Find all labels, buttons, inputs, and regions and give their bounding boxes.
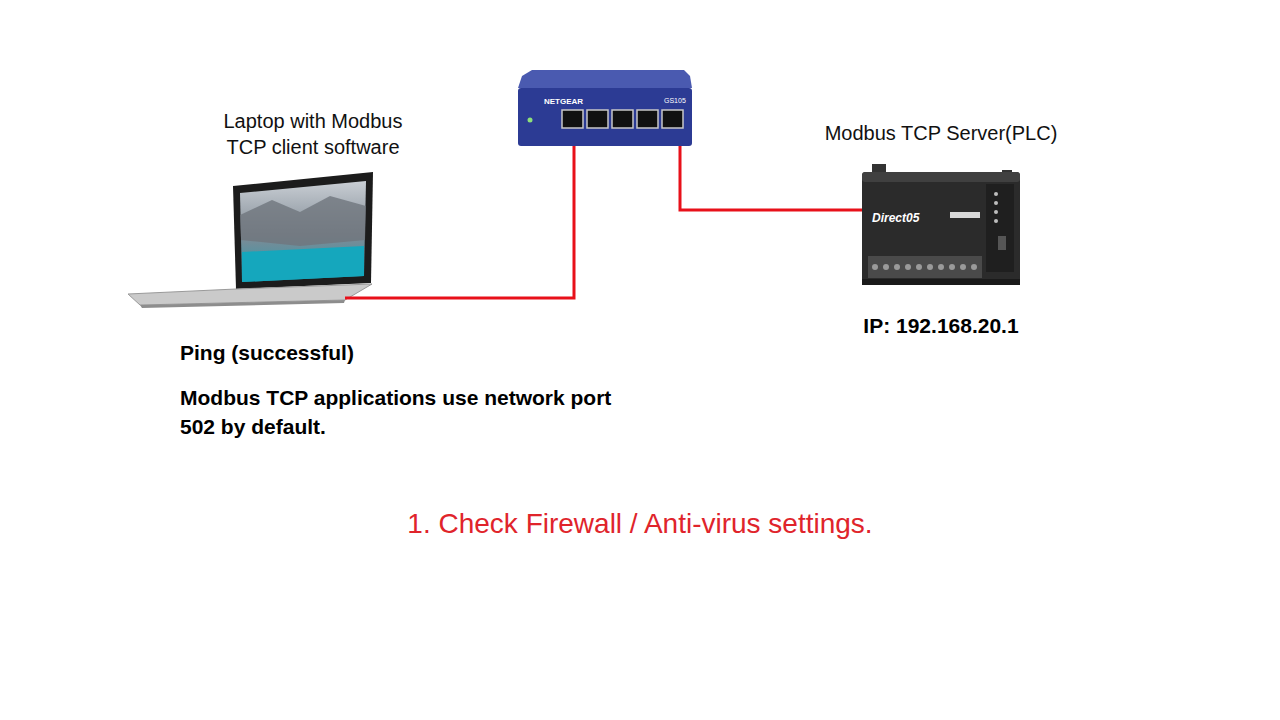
status-led xyxy=(994,210,998,214)
status-led xyxy=(994,201,998,205)
switch-front xyxy=(518,88,692,146)
switch-port xyxy=(662,110,683,128)
plc-model-plate xyxy=(950,212,980,218)
terminal-strip xyxy=(868,256,982,278)
plc-illustration xyxy=(862,164,1020,285)
brand-text: NETGEAR xyxy=(544,97,604,107)
status-led xyxy=(994,192,998,196)
laptop-node: Laptop with Modbus TCP client software xyxy=(128,172,345,306)
switch-port xyxy=(562,110,583,128)
step-heading: 1. Check Firewall / Anti-virus settings. xyxy=(0,506,1280,542)
screen-mountain xyxy=(240,196,366,246)
status-note: Ping (successful) xyxy=(180,340,600,366)
switch-port xyxy=(637,110,658,128)
brand-text: Direct05 xyxy=(872,211,942,225)
mode-switch xyxy=(998,236,1006,250)
network-cable xyxy=(680,146,862,210)
network-cable xyxy=(345,146,574,298)
switch-top xyxy=(518,70,692,88)
laptop-illustration xyxy=(128,172,373,308)
switch-port xyxy=(587,110,608,128)
switch-illustration xyxy=(518,70,692,146)
switch-node: NETGEAR GS105 xyxy=(518,70,692,146)
laptop-lid xyxy=(233,172,373,289)
plc-node: Modbus TCP Server(PLC)Direct05IP: 192.16… xyxy=(862,167,1020,287)
laptop-screen xyxy=(240,181,366,282)
plc-bottom xyxy=(862,279,1020,285)
plc-status-panel xyxy=(986,184,1014,272)
power-led xyxy=(528,118,533,123)
device-label: Modbus TCP Server(PLC) xyxy=(782,120,1100,146)
switch-port xyxy=(612,110,633,128)
device-label: Laptop with Modbus TCP client software xyxy=(208,108,418,160)
port-note: Modbus TCP applications use network port… xyxy=(180,383,650,441)
status-led xyxy=(994,219,998,223)
plc-body xyxy=(862,172,1020,284)
ip-address: IP: 192.168.20.1 xyxy=(802,313,1080,339)
model-text: GS105 xyxy=(664,96,692,105)
plc-top-band xyxy=(862,172,1020,182)
terminal-screws xyxy=(872,264,977,270)
laptop-front-edge xyxy=(140,300,345,308)
screen-water xyxy=(242,246,364,282)
